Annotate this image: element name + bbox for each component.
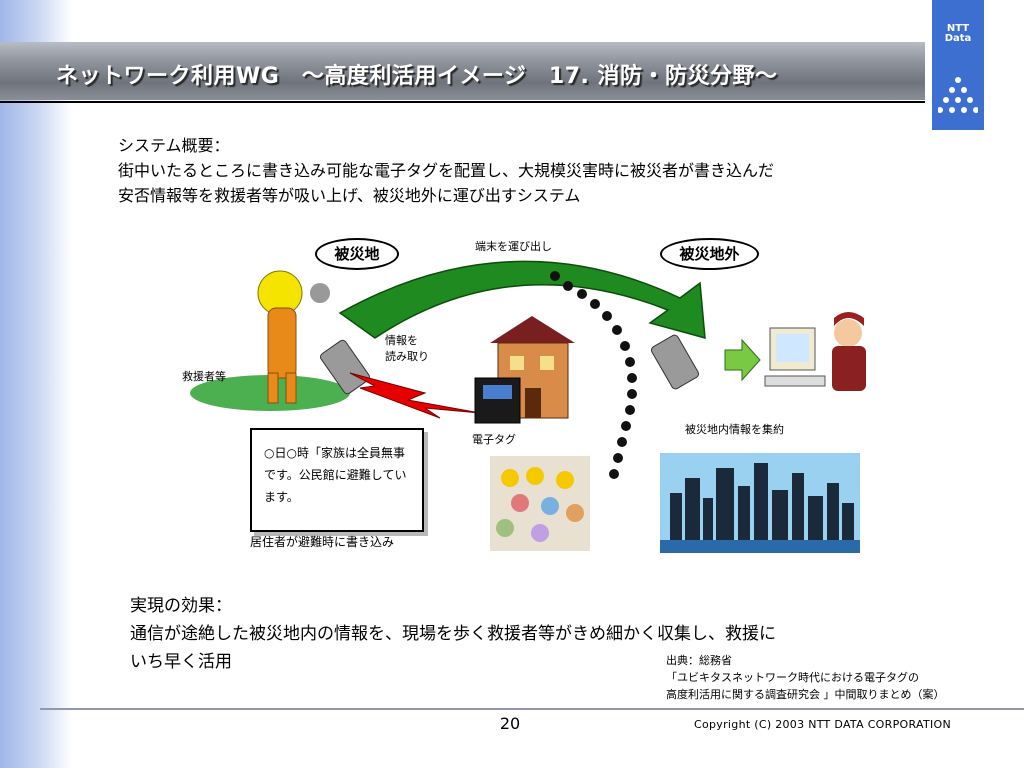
read-info-label: 情報を 読み取り	[385, 334, 429, 363]
overview-label: システム概要：	[118, 136, 230, 155]
message-note: ○日○時「家族は全員無事です。公民館に避難しています。	[250, 428, 424, 532]
residents-write-label: 居住者が避難時に書き込み	[250, 535, 395, 549]
effects-line-2: いち早く活用	[130, 652, 232, 672]
left-gradient-band	[0, 0, 72, 768]
title-bar	[0, 42, 925, 100]
footer-divider	[40, 708, 1024, 710]
overview-line-2: 安否情報等を救援者等が吸い上げ、被災地外に運び出すシステム	[118, 186, 581, 205]
rescuer-figure	[190, 270, 350, 411]
source-line-3: 高度利活用に関する調査研究会 」中間取りまとめ（案）	[666, 688, 945, 701]
effects-label: 実現の効果：	[130, 596, 232, 616]
e-tag-label: 電子タグ	[472, 433, 516, 446]
slide-title: ネットワーク利用WG ～高度利活用イメージ 17. 消防・防災分野～	[56, 64, 778, 89]
title-underline	[0, 101, 925, 103]
page-number: 20	[499, 714, 521, 733]
system-illustration: 被災地 被災地外 端末を運び出し 救援者等 情報を 読み取り 電子タグ 被災地内…	[180, 228, 880, 583]
reader-terminal-icon	[320, 339, 370, 395]
transfer-arrow-icon	[724, 338, 761, 382]
operator-at-computer	[764, 312, 866, 391]
logo-dots-icon	[938, 77, 978, 113]
system-overview: システム概要： 街中いたるところに書き込み可能な電子タグを配置し、大規模災害時に…	[118, 133, 998, 208]
city-skyline-image	[660, 453, 860, 553]
aggregate-label: 被災地内情報を集約	[685, 423, 784, 436]
note-message: ○日○時「家族は全員無事です。公民館に避難しています。	[264, 446, 407, 504]
source-line-1: 出典：総務省	[666, 654, 732, 667]
effects-line-1: 通信が途絶した被災地内の情報を、現場を歩く救援者等がきめ細かく収集し、救援に	[130, 624, 776, 644]
outside-area-label: 被災地外	[660, 238, 759, 270]
terminal-icon	[650, 334, 700, 390]
source-line-2: 「ユビキタスネットワーク時代における電子タグの	[666, 671, 919, 684]
ntt-data-logo: NTT Data	[932, 0, 984, 130]
overview-line-1: 街中いたるところに書き込み可能な電子タグを配置し、大規模災害時に被災者が書き込ん…	[118, 161, 775, 180]
disaster-area-label: 被災地	[315, 238, 399, 270]
carry-out-arc-arrow	[338, 260, 706, 340]
copyright-notice: Copyright (C) 2003 NTT DATA CORPORATION	[694, 718, 951, 731]
e-tag-icon	[474, 377, 521, 424]
carry-out-label: 端末を運び出し	[475, 240, 552, 253]
rescuer-label: 救援者等	[182, 370, 226, 383]
illustration-graphics	[190, 260, 866, 553]
crowd-image	[490, 456, 590, 551]
source-citation: 出典：総務省 「ユビキタスネットワーク時代における電子タグの 高度利活用に関する…	[666, 652, 945, 703]
realization-effects: 実現の効果： 通信が途絶した被災地内の情報を、現場を歩く救援者等がきめ細かく収集…	[130, 592, 950, 676]
dotted-path	[550, 271, 637, 479]
lightning-bolt	[349, 372, 481, 419]
logo-text: NTT Data	[944, 23, 972, 44]
